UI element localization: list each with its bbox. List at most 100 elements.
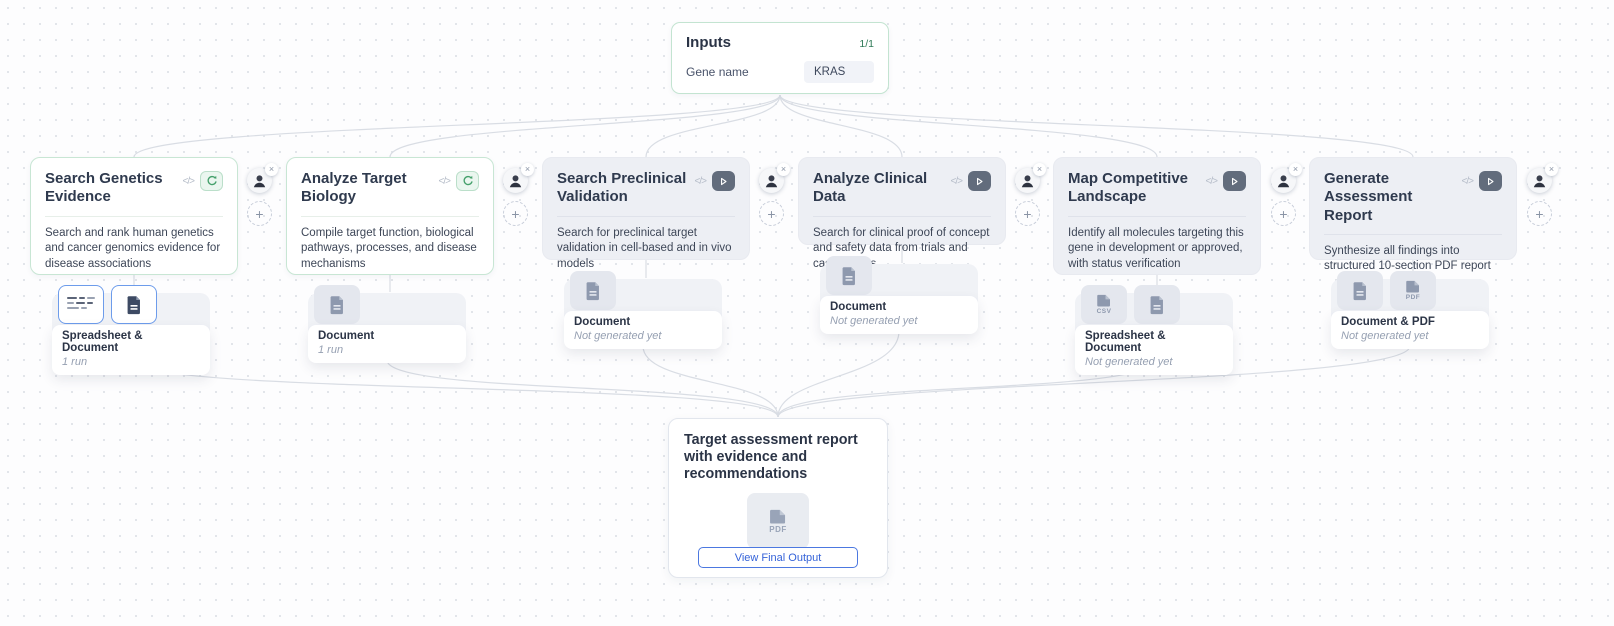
node-description: Search for preclinical target validation… — [557, 215, 735, 273]
output-status: 1 run — [318, 344, 344, 356]
final-pdf-thumbnail[interactable]: PDF — [747, 493, 809, 550]
agent-slot-6: × + — [1527, 163, 1558, 226]
node-description: Synthesize all findings into structured … — [1324, 233, 1502, 275]
code-icon[interactable]: </> — [950, 175, 964, 187]
agent-avatar[interactable]: × — [1271, 163, 1302, 193]
agent-avatar[interactable]: × — [247, 163, 278, 193]
remove-agent-icon[interactable]: × — [777, 163, 790, 176]
add-step-button[interactable]: + — [1271, 201, 1296, 226]
gene-name-input[interactable] — [804, 61, 874, 83]
pdf-thumbnail[interactable]: PDF — [1390, 271, 1436, 310]
agent-avatar[interactable]: × — [1015, 163, 1046, 193]
node-title: Map Competitive Landscape — [1068, 170, 1189, 206]
agent-slot-3: × + — [759, 163, 790, 226]
document-icon — [330, 295, 343, 314]
agent-slot-2: × + — [503, 163, 534, 226]
code-icon[interactable]: </> — [1205, 175, 1219, 187]
run-button[interactable] — [1223, 171, 1246, 191]
person-icon — [253, 175, 266, 188]
output-status: Not generated yet — [1341, 330, 1429, 342]
node-search-preclinical-validation[interactable]: Search Preclinical Validation </> Search… — [542, 157, 750, 270]
code-icon[interactable]: </> — [1461, 175, 1475, 187]
run-button[interactable] — [1479, 171, 1502, 191]
output-label: Document 1 run — [308, 325, 466, 363]
remove-agent-icon[interactable]: × — [521, 163, 534, 176]
document-icon — [1150, 295, 1163, 314]
document-icon — [586, 281, 599, 300]
document-icon — [842, 266, 855, 285]
document-thumbnail[interactable] — [1337, 271, 1383, 310]
code-icon[interactable]: </> — [438, 175, 452, 187]
node-analyze-target-biology[interactable]: Analyze Target Biology </> Compile targe… — [286, 157, 494, 275]
code-icon[interactable]: </> — [182, 175, 196, 187]
output-type: Document — [574, 316, 631, 328]
code-icon[interactable]: </> — [694, 175, 708, 187]
agent-avatar[interactable]: × — [503, 163, 534, 193]
output-search-genetics-evidence[interactable]: Spreadsheet & Document 1 run — [52, 285, 210, 375]
output-label: Document & PDF Not generated yet — [1331, 311, 1489, 349]
play-icon — [1232, 177, 1238, 185]
view-final-output-button[interactable]: View Final Output — [698, 547, 858, 568]
output-type: Document — [318, 330, 375, 342]
node-map-competitive-landscape[interactable]: Map Competitive Landscape </> Identify a… — [1053, 157, 1261, 275]
csv-thumbnail[interactable]: CSV — [1081, 285, 1127, 324]
document-thumbnail[interactable] — [570, 271, 616, 310]
remove-agent-icon[interactable]: × — [1033, 163, 1046, 176]
node-generate-assessment-report[interactable]: Generate Assessment Report </> Synthesiz… — [1309, 157, 1517, 272]
rerun-button[interactable] — [200, 171, 223, 191]
output-label: Document Not generated yet — [564, 311, 722, 349]
remove-agent-icon[interactable]: × — [1289, 163, 1302, 176]
run-button[interactable] — [968, 171, 991, 191]
add-step-button[interactable]: + — [503, 201, 528, 226]
output-map-competitive-landscape[interactable]: CSV Spreadsheet & Document Not generated… — [1075, 285, 1233, 375]
node-analyze-clinical-data[interactable]: Analyze Clinical Data </> Search for cli… — [798, 157, 1006, 270]
output-analyze-clinical-data[interactable]: Document Not generated yet — [820, 256, 978, 334]
inputs-run-counter: 1/1 — [859, 38, 874, 50]
person-icon — [765, 175, 778, 188]
final-output-node[interactable]: Target assessment report with evidence a… — [668, 418, 888, 578]
node-title: Generate Assessment Report — [1324, 170, 1413, 224]
spreadsheet-preview-icon — [67, 296, 95, 309]
node-title: Analyze Target Biology — [301, 170, 407, 206]
output-status: Not generated yet — [830, 315, 918, 327]
node-title: Search Preclinical Validation — [557, 170, 687, 206]
output-status: 1 run — [62, 356, 88, 368]
output-status: Not generated yet — [574, 330, 662, 342]
document-thumbnail[interactable] — [1134, 285, 1180, 324]
play-icon — [977, 177, 983, 185]
output-type: Document — [830, 301, 887, 313]
output-label: Spreadsheet & Document Not generated yet — [1075, 325, 1233, 375]
document-icon — [127, 295, 140, 314]
spreadsheet-thumbnail[interactable] — [58, 285, 104, 324]
output-search-preclinical-validation[interactable]: Document Not generated yet — [564, 271, 722, 349]
node-description: Search and rank human genetics and cance… — [45, 215, 223, 273]
output-generate-assessment-report[interactable]: PDF Document & PDF Not generated yet — [1331, 271, 1489, 349]
node-title: Search Genetics Evidence — [45, 170, 163, 206]
node-search-genetics-evidence[interactable]: Search Genetics Evidence </> Search and … — [30, 157, 238, 275]
add-step-button[interactable]: + — [1527, 201, 1552, 226]
add-step-button[interactable]: + — [247, 201, 272, 226]
node-description: Identify all molecules targeting this ge… — [1068, 215, 1246, 273]
gene-name-label: Gene name — [686, 65, 749, 79]
agent-avatar[interactable]: × — [759, 163, 790, 193]
document-thumbnail[interactable] — [314, 285, 360, 324]
document-thumbnail[interactable] — [111, 285, 157, 324]
agent-avatar[interactable]: × — [1527, 163, 1558, 193]
output-analyze-target-biology[interactable]: Document 1 run — [308, 285, 466, 363]
remove-agent-icon[interactable]: × — [265, 163, 278, 176]
output-status: Not generated yet — [1085, 356, 1173, 368]
rerun-button[interactable] — [456, 171, 479, 191]
agent-slot-4: × + — [1015, 163, 1046, 226]
play-icon — [721, 177, 727, 185]
remove-agent-icon[interactable]: × — [1545, 163, 1558, 176]
inputs-node[interactable]: Inputs 1/1 Gene name — [671, 22, 889, 94]
pdf-file-icon: PDF — [1404, 280, 1422, 301]
add-step-button[interactable]: + — [1015, 201, 1040, 226]
inputs-title: Inputs — [686, 34, 731, 51]
add-step-button[interactable]: + — [759, 201, 784, 226]
csv-file-icon: CSV — [1095, 294, 1113, 315]
play-icon — [1488, 177, 1494, 185]
run-button[interactable] — [712, 171, 735, 191]
document-thumbnail[interactable] — [826, 256, 872, 295]
